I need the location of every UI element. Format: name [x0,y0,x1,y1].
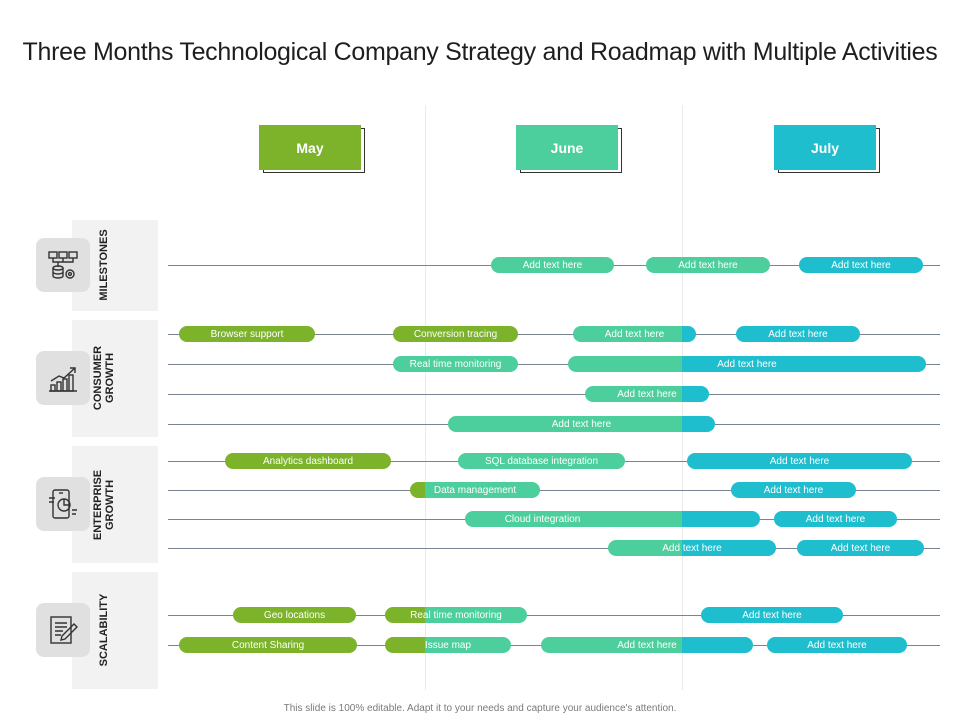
month-july: July [774,125,880,173]
activity-bar: Add text here [731,482,856,498]
activity-bar: Issue map [385,637,511,653]
activity-bar: Add text here [687,453,912,469]
row-line [168,615,940,616]
month-may: May [259,125,365,173]
page-title: Three Months Technological Company Strat… [22,38,938,66]
activity-bar: Add text here [797,540,924,556]
activity-bar: Analytics dashboard [225,453,391,469]
activity-bar: Add text here [491,257,614,273]
activity-bar: Add text here [646,257,770,273]
activity-bar: Real time monitoring [385,607,527,623]
edit-document-icon [36,603,90,657]
activity-bar: Add text here [568,356,926,372]
activity-bar: Cloud integration [465,511,760,527]
activity-bar: Add text here [774,511,897,527]
activity-bar: Conversion tracing [393,326,518,342]
activity-bar: Geo locations [233,607,356,623]
row-line [168,364,940,365]
activity-bar: Content Sharing [179,637,357,653]
section-label-milestones: MILESTONES [98,229,110,301]
month-label: May [259,125,361,170]
growth-chart-icon [36,351,90,405]
activity-bar: Add text here [448,416,715,432]
activity-bar: Add text here [585,386,709,402]
activity-bar: Add text here [701,607,843,623]
activity-bar: Add text here [541,637,753,653]
activity-bar: Add text here [573,326,696,342]
month-divider [425,105,426,690]
mobile-analytics-icon [36,477,90,531]
month-label: July [774,125,876,170]
footer-note: This slide is 100% editable. Adapt it to… [283,703,677,714]
month-june: June [516,125,622,173]
activity-bar: Add text here [767,637,907,653]
activity-bar: Add text here [608,540,776,556]
month-label: June [516,125,618,170]
row-line [168,548,940,549]
activity-bar: Add text here [736,326,860,342]
row-line [168,334,940,335]
row-line [168,490,940,491]
database-network-icon [36,238,90,292]
row-line [168,394,940,395]
activity-bar: Browser support [179,326,315,342]
activity-bar: Data management [410,482,540,498]
section-label-scalability: SCALABILITY [98,593,110,667]
activity-bar: Add text here [799,257,923,273]
activity-bar: SQL database integration [458,453,625,469]
activity-bar: Real time monitoring [393,356,518,372]
